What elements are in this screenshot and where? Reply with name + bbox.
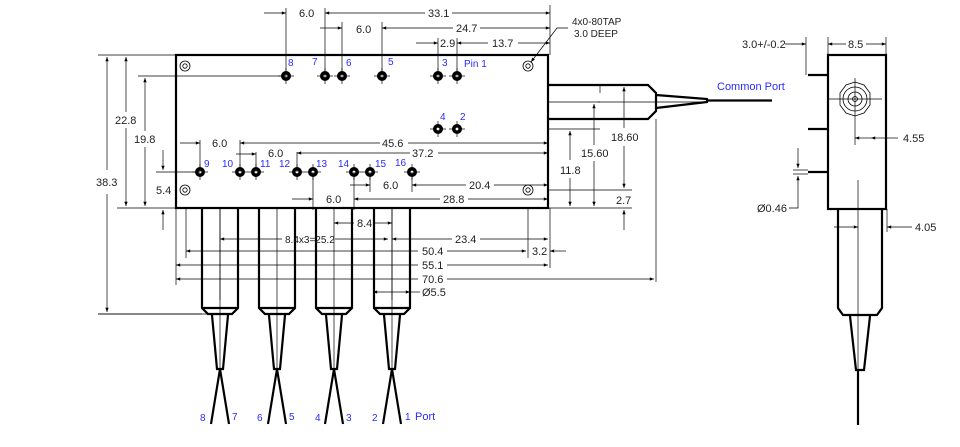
dim-right-2.7: 2.7 xyxy=(616,195,631,207)
pin-label-16: 16 xyxy=(395,158,407,169)
pin-label-15: 15 xyxy=(375,159,387,170)
dim-top-6.0-b: 6.0 xyxy=(356,24,371,36)
dim-side-4.55: 4.55 xyxy=(903,133,924,145)
port-label-8: 8 xyxy=(200,413,206,424)
dim-left-19.8: 19.8 xyxy=(134,134,155,146)
pin-label-3: 3 xyxy=(442,58,448,69)
dim-bottom-3.2: 3.2 xyxy=(532,246,547,258)
port-label-5: 5 xyxy=(289,412,295,423)
dim-side-3.0: 3.0+/-0.2 xyxy=(742,39,786,51)
side-port-connector xyxy=(828,78,882,145)
dim-bottom-25.2: 8.4x3=25.2 xyxy=(285,235,335,246)
common-port-label: Common Port xyxy=(717,81,785,93)
port-label-4: 4 xyxy=(315,413,321,424)
pin-label-4: 4 xyxy=(440,112,446,123)
pin-label-8: 8 xyxy=(288,58,294,69)
side-boot xyxy=(836,209,884,317)
dimensions-left: 38.3 22.8 19.8 5.4 xyxy=(96,54,286,315)
fiber-boot-2 xyxy=(257,208,297,425)
pin-label-1: Pin 1 xyxy=(464,59,487,70)
pin-label-7: 7 xyxy=(312,57,318,68)
pin-label-12: 12 xyxy=(279,159,291,170)
port-label-1: 1 xyxy=(405,412,411,423)
dim-right-11.8: 11.8 xyxy=(560,165,581,177)
dimensions-middle: 6.0 45.6 6.0 37.2 6.0 28.8 6.0 20.4 xyxy=(180,138,548,210)
pin-label-11: 11 xyxy=(260,159,271,170)
side-housing-outline xyxy=(826,53,888,211)
dim-left-38.3: 38.3 xyxy=(96,177,117,189)
dim-bottom-70.6: 70.6 xyxy=(422,274,443,286)
port-suffix-label: Port xyxy=(415,411,435,423)
dim-side-8.5: 8.5 xyxy=(848,39,863,51)
port-label-2: 2 xyxy=(372,413,378,424)
dim-top-2.9: 2.9 xyxy=(440,38,455,50)
dimensions-right: 11.8 15.60 18.60 2.7 xyxy=(548,84,639,230)
dim-left-5.4: 5.4 xyxy=(156,185,171,197)
dimensions-top: 6.0 33.1 6.0 24.7 2.9 13.7 xyxy=(264,5,551,80)
pin-label-10: 10 xyxy=(222,159,234,170)
pin-label-6: 6 xyxy=(346,58,352,69)
mounting-holes xyxy=(179,60,534,196)
tap-note-line2: 3.0 DEEP xyxy=(574,29,618,40)
fiber-boots xyxy=(98,208,412,425)
dim-top-13.7: 13.7 xyxy=(492,38,513,50)
pin-labels: 8 7 6 5 3 Pin 1 4 2 9 10 11 12 13 14 15 … xyxy=(204,57,487,170)
common-port-taper xyxy=(655,93,709,110)
pin-label-14: 14 xyxy=(338,159,350,170)
port-label-6: 6 xyxy=(257,413,263,424)
dim-mid-45.6: 45.6 xyxy=(382,138,403,150)
side-boot-taper xyxy=(848,315,872,372)
housing-outline xyxy=(174,53,550,210)
fiber-port-labels: 8 7 6 5 4 3 2 1 Port Common Port xyxy=(200,81,785,424)
dim-bottom-55.1: 55.1 xyxy=(422,260,443,272)
dim-top-33.1: 33.1 xyxy=(428,8,449,20)
pin-label-5: 5 xyxy=(388,57,394,68)
pin-label-13: 13 xyxy=(316,159,328,170)
dim-bottom-50.4: 50.4 xyxy=(422,246,443,258)
fiber-boot-3 xyxy=(314,208,354,425)
dim-bottom-diameter-5.5: Ø5.5 xyxy=(422,287,446,299)
dim-mid-6.0-b: 6.0 xyxy=(268,148,283,160)
dim-mid-20.4: 20.4 xyxy=(469,180,490,192)
dim-mid-6.0-a: 6.0 xyxy=(212,138,227,150)
dim-bottom-8.4: 8.4 xyxy=(357,218,372,230)
dim-bottom-23.4: 23.4 xyxy=(455,234,476,246)
dim-side-diameter-0.46: Ø0.46 xyxy=(757,203,787,215)
mount-hole-top-left xyxy=(179,60,191,72)
dim-left-22.8: 22.8 xyxy=(115,115,136,127)
dim-top-6.0-a: 6.0 xyxy=(299,8,314,20)
dim-right-18.60: 18.60 xyxy=(611,132,639,144)
port-label-7: 7 xyxy=(232,412,238,423)
dim-mid-28.8: 28.8 xyxy=(443,194,464,206)
mount-hole-bottom-left xyxy=(179,184,191,196)
pin-4 xyxy=(430,121,446,137)
mount-hole-bottom-right xyxy=(522,184,534,196)
dimensions-bottom: 8.4 8.4x3=25.2 23.4 50.4 3.2 55.1 70.6 Ø… xyxy=(175,119,657,300)
pin-label-2: 2 xyxy=(460,112,466,123)
mount-hole-top-right xyxy=(522,60,534,72)
main-housing xyxy=(174,53,772,210)
dim-top-24.7: 24.7 xyxy=(456,23,477,35)
dim-mid-37.2: 37.2 xyxy=(412,148,433,160)
pin-label-9: 9 xyxy=(204,159,210,170)
dim-right-15.60: 15.60 xyxy=(581,148,609,160)
tap-note: 4x0-80TAP 3.0 DEEP xyxy=(530,17,622,63)
tap-leader xyxy=(530,27,568,63)
port-label-3: 3 xyxy=(346,413,352,424)
tap-note-line1: 4x0-80TAP xyxy=(572,17,622,28)
dim-side-4.05: 4.05 xyxy=(915,222,936,234)
dim-mid-6.0-d: 6.0 xyxy=(383,180,398,192)
side-view: 3.0+/-0.2 8.5 4.55 Ø0.46 4.05 xyxy=(742,37,936,425)
pin-2 xyxy=(449,121,465,137)
dim-mid-6.0-c: 6.0 xyxy=(326,194,341,206)
